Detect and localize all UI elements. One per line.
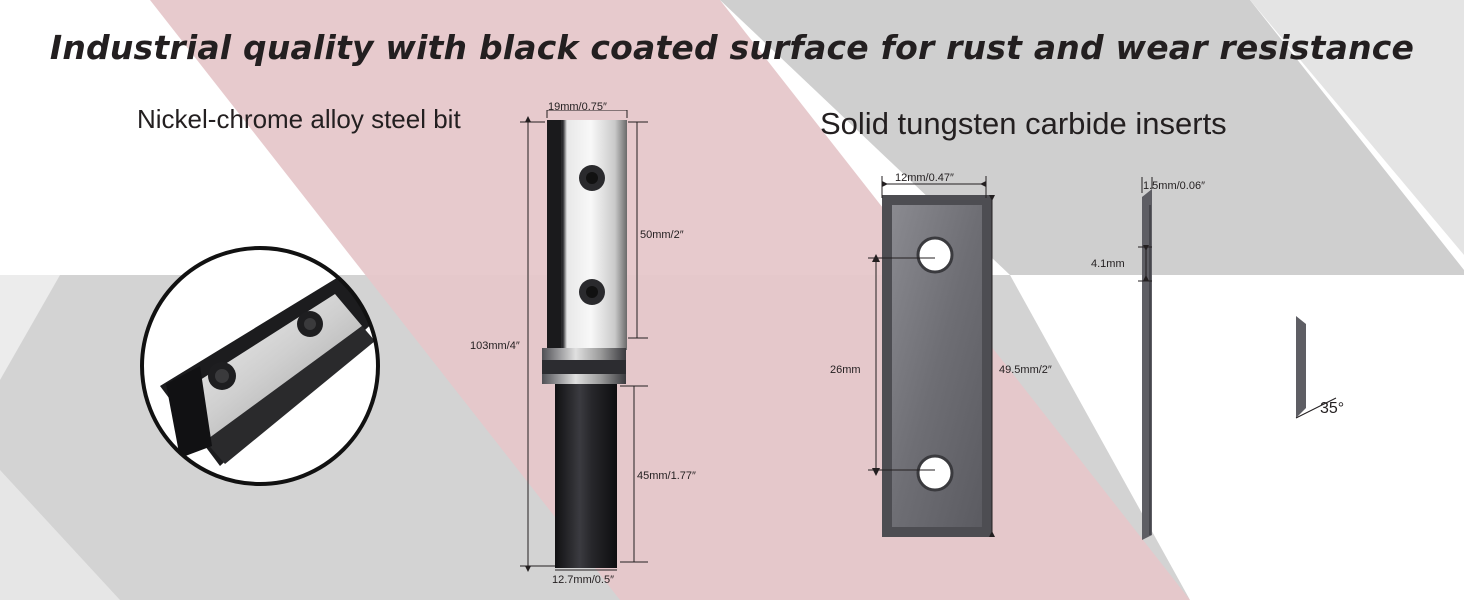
dim-shank-diameter: 12.7mm/0.5″ (552, 574, 614, 586)
dim-bevel-angle: 35° (1320, 400, 1345, 417)
dim-hole-spacing: 26mm (830, 364, 861, 376)
dim-top-width: 19mm/0.75″ (548, 101, 607, 113)
router-bit-drawing (520, 110, 648, 572)
dim-insert-length: 49.5mm/2″ (999, 364, 1052, 376)
caption-insert-material: Solid tungsten carbide inserts (820, 106, 1227, 141)
bevel-angle-detail (1295, 316, 1337, 419)
insert-side-profile (1138, 177, 1153, 540)
dim-edge-offset: 4.1mm (1091, 258, 1125, 270)
dim-insert-thickness: 1.5mm/0.06″ (1143, 180, 1205, 192)
carbide-insert-drawing (868, 176, 995, 537)
headline: Industrial quality with black coated sur… (49, 28, 1415, 67)
dim-insert-width: 12mm/0.47″ (895, 172, 954, 184)
dim-cutter-length: 50mm/2″ (640, 229, 684, 241)
bit-detail-magnifier (140, 246, 380, 486)
dim-shank-length: 45mm/1.77″ (637, 470, 696, 482)
dim-overall-length: 103mm/4″ (470, 340, 520, 352)
caption-bit-material: Nickel-chrome alloy steel bit (137, 104, 461, 134)
